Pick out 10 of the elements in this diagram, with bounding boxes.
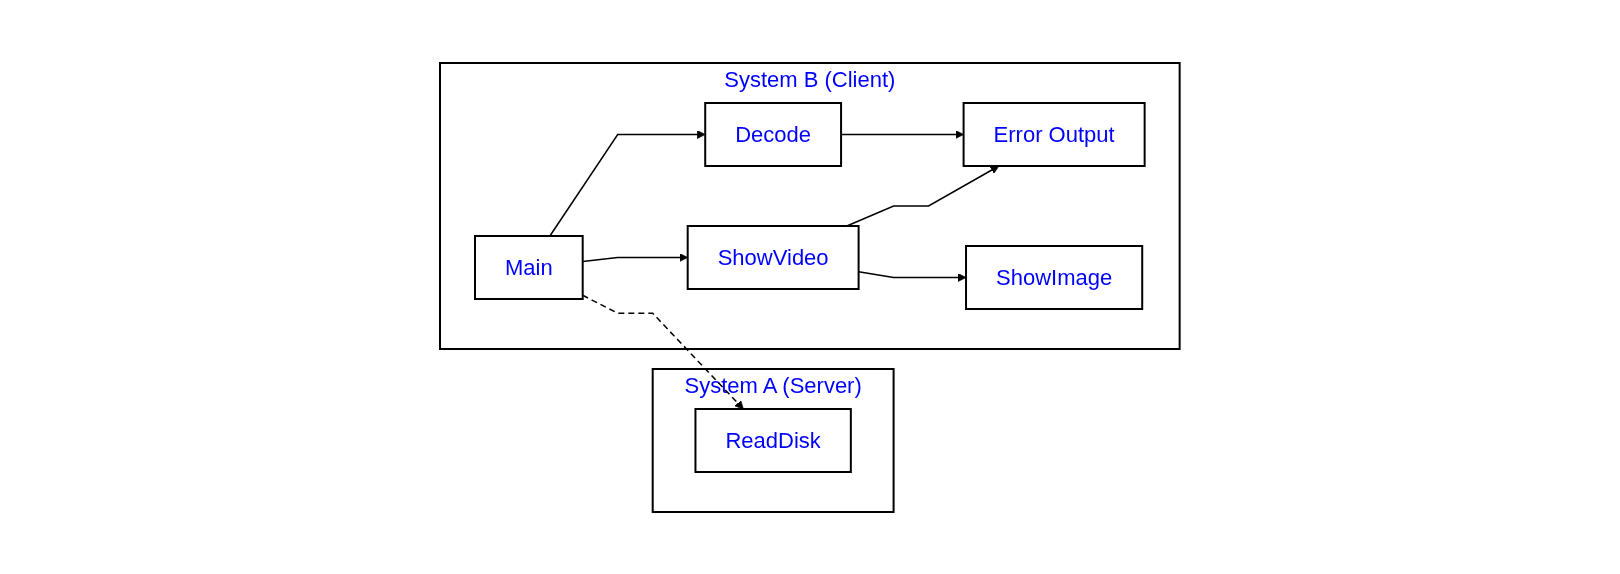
node-box: Decode bbox=[704, 101, 843, 167]
node-box: ShowVideo bbox=[686, 224, 860, 290]
node-box: Main bbox=[474, 234, 584, 300]
arrow bbox=[846, 165, 1000, 227]
arrow bbox=[582, 294, 744, 409]
arrow bbox=[858, 270, 967, 282]
node-box: ShowImage bbox=[965, 244, 1144, 310]
node-box: Error Output bbox=[962, 101, 1146, 167]
arrow bbox=[549, 129, 706, 237]
node-box: ReadDisk bbox=[694, 407, 852, 473]
